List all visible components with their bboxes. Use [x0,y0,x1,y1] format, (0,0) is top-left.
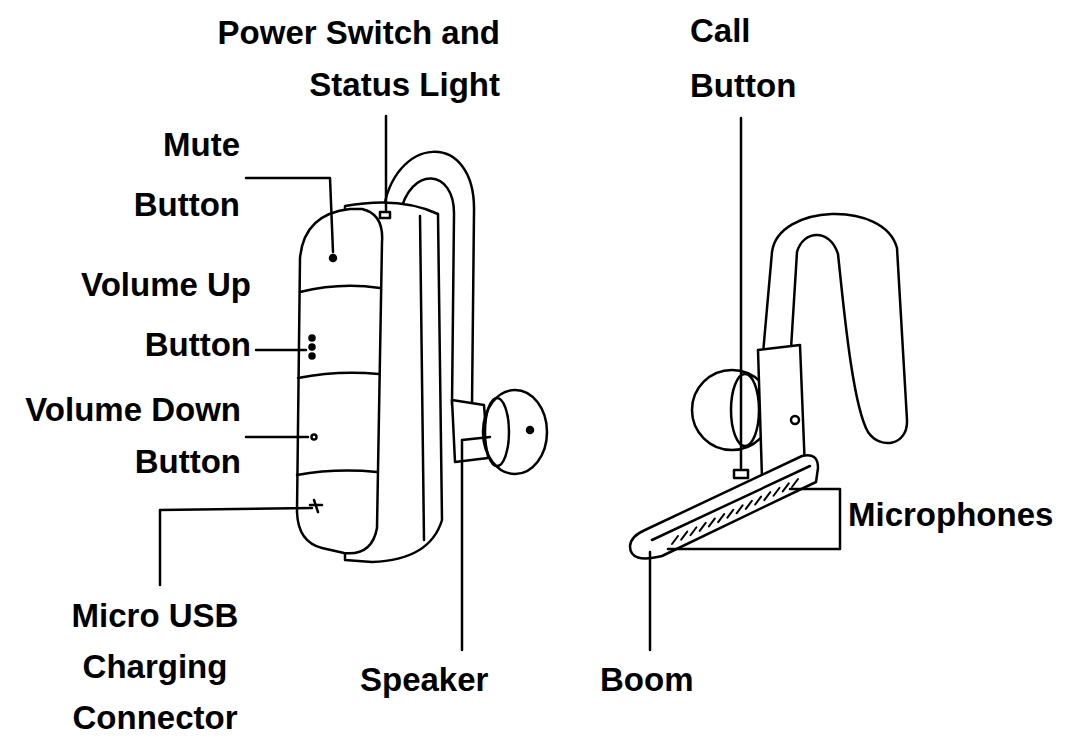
leader-line [462,437,490,650]
part-label: Volume Down Button [13,384,241,488]
part-label: Microphones [848,490,1063,540]
status-light [380,212,390,218]
grille-slot [700,523,706,531]
headset-front-view [297,152,547,562]
grille-slot [783,483,789,491]
grille-slot [727,510,733,518]
part-label: Call Button [690,3,830,113]
grille-slot [764,492,770,500]
volume-up-dot [310,354,315,359]
leader-line [256,349,306,352]
grille-slot [755,497,761,505]
call-button [734,470,748,478]
grille-slot [690,527,696,535]
leader-line [740,118,743,468]
button-divider [298,373,379,378]
part-label: Power Switch and Status Light [180,7,500,111]
leader-line [246,178,333,252]
button-divider [297,471,377,475]
leader-line [160,508,312,585]
bracket [668,489,840,549]
boom-edge [652,466,810,540]
part-label: Mute Button [108,115,240,235]
button-divider [300,286,380,292]
grille-slot [709,518,715,526]
speaker-mark [527,427,533,433]
grille-slot [672,536,678,544]
microphone-grille [672,479,798,544]
part-label: Speaker [360,655,510,705]
volume-down-dot [312,435,317,440]
leader-lines [650,118,840,650]
grille-slot [774,488,780,496]
part-label: Micro USB Charging Connector [66,590,244,743]
leader-line [385,116,388,210]
front-panel [297,209,382,553]
hinge-screw [791,416,799,424]
speaker-bud [483,390,547,474]
part-label: Volume Up Button [63,255,251,375]
speaker-bud-rim [485,398,509,466]
part-label: Boom [600,655,710,705]
grille-slot [792,479,798,487]
boom [630,455,818,558]
grille-slot [718,514,724,522]
leader-line [246,436,308,439]
grille-slot [681,532,687,540]
ear-bud-rim [731,374,759,446]
housing-seam [420,216,424,540]
leader-line [649,552,652,650]
usb-port [310,500,322,512]
grille-slot [746,501,752,509]
volume-up-dot [310,345,315,350]
grille-slot [737,505,743,513]
volume-up-dot [310,336,315,341]
mute-dot [330,255,336,261]
